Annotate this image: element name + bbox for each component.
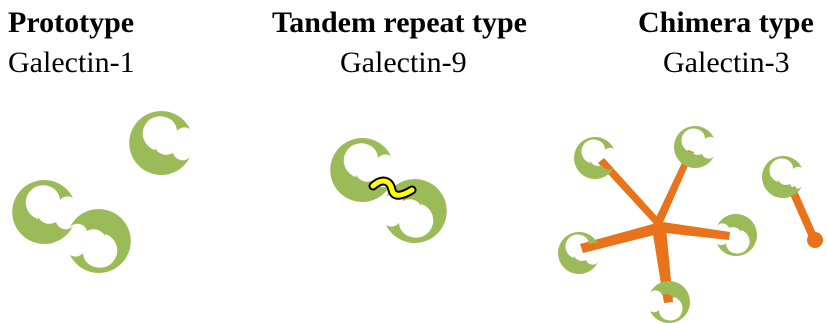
monomer-tail-end xyxy=(807,232,823,248)
galectin-3-monomer xyxy=(762,156,823,248)
galectin-3-crd-top-left xyxy=(574,137,614,179)
galectin-3-monomer-crd xyxy=(762,156,802,198)
tandem-repeat-group xyxy=(330,138,447,243)
galectin-1-dimer-right xyxy=(70,209,131,273)
prototype-group xyxy=(12,111,190,273)
galectin-3-crd-left xyxy=(558,232,598,274)
galectin-3-crd-top xyxy=(674,126,714,168)
galectin-9-n-crd xyxy=(330,138,391,202)
chimera-group xyxy=(558,126,823,323)
tail-top-left xyxy=(598,158,662,226)
galectin-1-dimer-left xyxy=(12,180,73,244)
galectin-1-monomer xyxy=(129,111,190,175)
